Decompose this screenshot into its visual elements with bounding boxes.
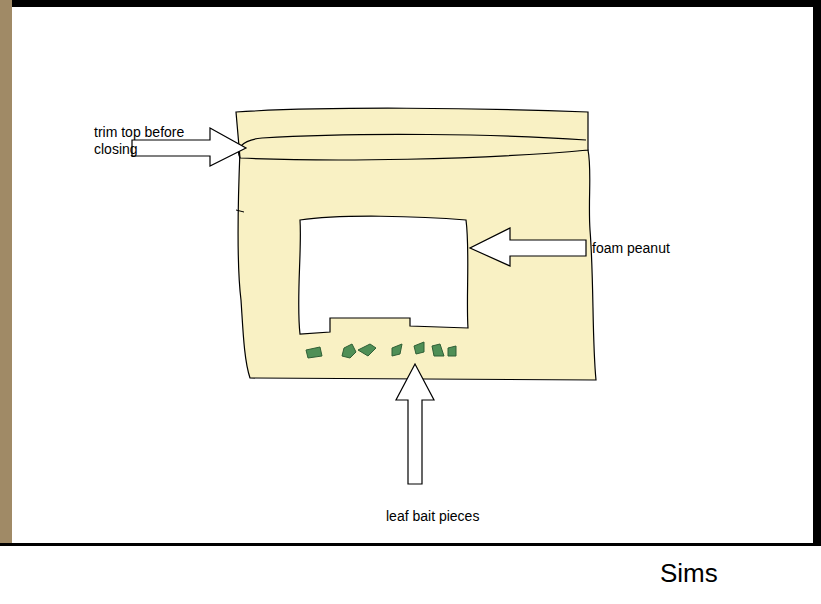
block-arrow xyxy=(470,228,586,266)
trim-note: trim top before closing xyxy=(94,124,192,158)
bag-top xyxy=(236,108,588,160)
block-arrow xyxy=(396,364,434,484)
bag-crease xyxy=(236,210,244,212)
part-label: leaf bait pieces xyxy=(386,508,566,525)
frame-bottom xyxy=(0,543,821,546)
frame-top xyxy=(12,0,821,7)
frame-right xyxy=(813,0,821,546)
photo-strip xyxy=(0,0,12,546)
part-label: foam peanut xyxy=(592,240,752,257)
bag-rim xyxy=(239,134,586,158)
bag-body xyxy=(238,150,596,380)
foam-peanut xyxy=(299,216,468,334)
leaf-bait xyxy=(306,342,456,358)
author-label: Sims xyxy=(660,558,780,589)
